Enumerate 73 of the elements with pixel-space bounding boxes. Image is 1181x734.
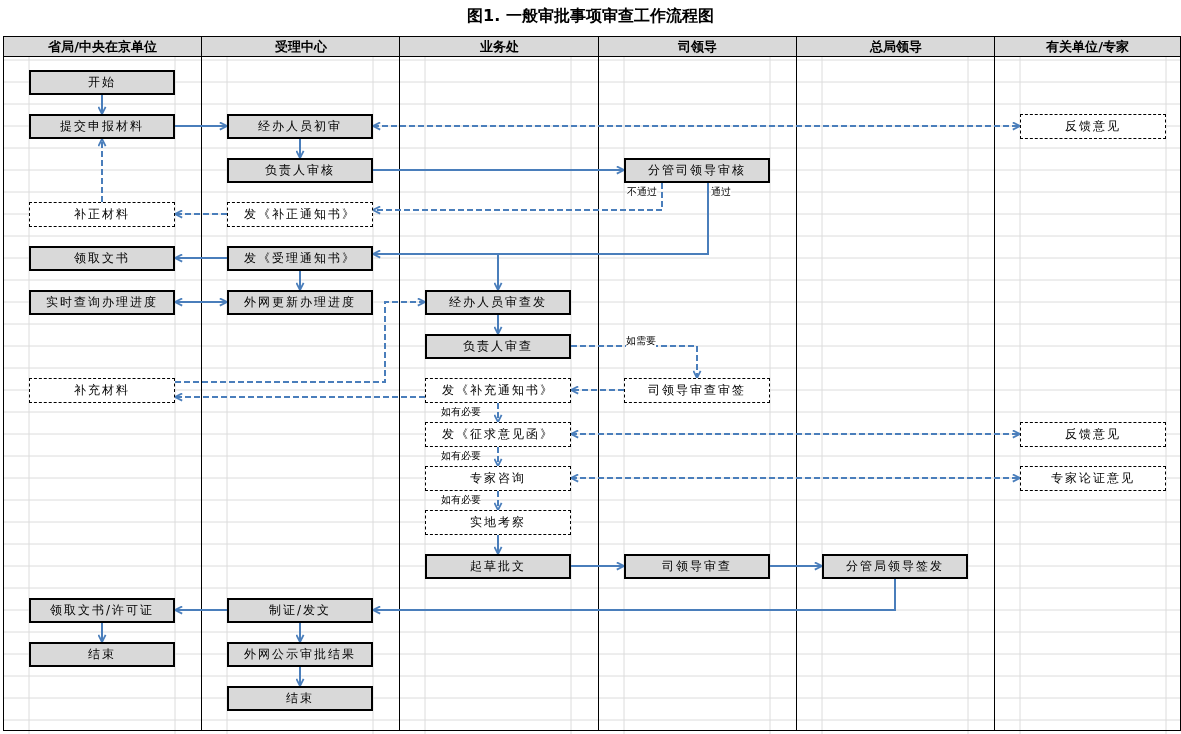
process-box: 司领导审查: [624, 554, 770, 579]
process-box: 领取文书/许可证: [29, 598, 175, 623]
arrow: [174, 605, 228, 615]
double-headed-arrow: [372, 121, 1021, 131]
process-box: 外网公示审批结果: [227, 642, 373, 667]
double-headed-arrow: [570, 429, 1021, 439]
edge-label: 如有必要: [441, 406, 481, 418]
dashed-box: 反馈意见: [1020, 114, 1166, 139]
arrow: [769, 561, 823, 571]
process-box: 负责人审核: [227, 158, 373, 183]
arrow: [570, 561, 625, 571]
double-headed-arrow: [570, 473, 1021, 483]
arrow: [295, 138, 305, 159]
edge-label: 如有必要: [441, 494, 481, 506]
dashed-box: 司领导审查审签: [624, 378, 770, 403]
arrow: [493, 314, 503, 335]
diagram-title: 图1. 一般审批事项审查工作流程图: [466, 6, 715, 27]
double-headed-arrow: [174, 297, 228, 307]
arrow: [570, 345, 702, 379]
arrow: [97, 622, 107, 643]
edge-label: 通过: [711, 186, 731, 198]
lane-header: 总局领导: [796, 36, 995, 57]
process-box: 发《受理通知书》: [227, 246, 373, 271]
arrow: [174, 253, 228, 263]
process-box: 外网更新办理进度: [227, 290, 373, 315]
process-box: 开始: [29, 70, 175, 95]
edge-label: 不通过: [627, 186, 657, 198]
arrow: [295, 666, 305, 687]
arrow: [97, 94, 107, 115]
arrow: [97, 138, 107, 203]
edge-label: 如有必要: [441, 450, 481, 462]
process-box: 负责人审查: [425, 334, 571, 359]
dashed-box: 专家咨询: [425, 466, 571, 491]
process-box: 起草批文: [425, 554, 571, 579]
process-box: 实时查询办理进度: [29, 290, 175, 315]
dashed-box: 补充材料: [29, 378, 175, 403]
dashed-box: 发《补充通知书》: [425, 378, 571, 403]
process-box: 经办人员审查发: [425, 290, 571, 315]
arrow: [174, 209, 228, 219]
arrow: [493, 182, 709, 291]
lane-header: 司领导: [598, 36, 797, 57]
arrow: [174, 121, 228, 131]
arrow: [493, 402, 503, 423]
lane-header: 省局/中央在京单位: [3, 36, 202, 57]
arrow: [570, 385, 625, 395]
arrow: [493, 446, 503, 467]
process-box: 提交申报材料: [29, 114, 175, 139]
arrow: [372, 182, 663, 215]
dashed-box: 专家论证意见: [1020, 466, 1166, 491]
process-box: 分管局领导签发: [822, 554, 968, 579]
process-box: 经办人员初审: [227, 114, 373, 139]
process-box: 分管司领导审核: [624, 158, 770, 183]
arrow: [372, 578, 896, 615]
dashed-box: 发《补正通知书》: [227, 202, 373, 227]
arrow: [372, 165, 625, 175]
arrow: [174, 297, 426, 383]
arrow: [295, 270, 305, 291]
process-box: 结束: [29, 642, 175, 667]
arrow: [295, 622, 305, 643]
dashed-box: 补正材料: [29, 202, 175, 227]
edge-label: 如需要: [626, 335, 656, 347]
arrow: [493, 490, 503, 511]
process-box: 领取文书: [29, 246, 175, 271]
process-box: 结束: [227, 686, 373, 711]
process-box: 制证/发文: [227, 598, 373, 623]
dashed-box: 发《征求意见函》: [425, 422, 571, 447]
dashed-box: 实地考察: [425, 510, 571, 535]
arrow: [174, 392, 426, 402]
lane-header: 受理中心: [201, 36, 400, 57]
lane-header: 业务处: [399, 36, 599, 57]
lane-header: 有关单位/专家: [994, 36, 1181, 57]
arrow: [493, 534, 503, 555]
dashed-box: 反馈意见: [1020, 422, 1166, 447]
